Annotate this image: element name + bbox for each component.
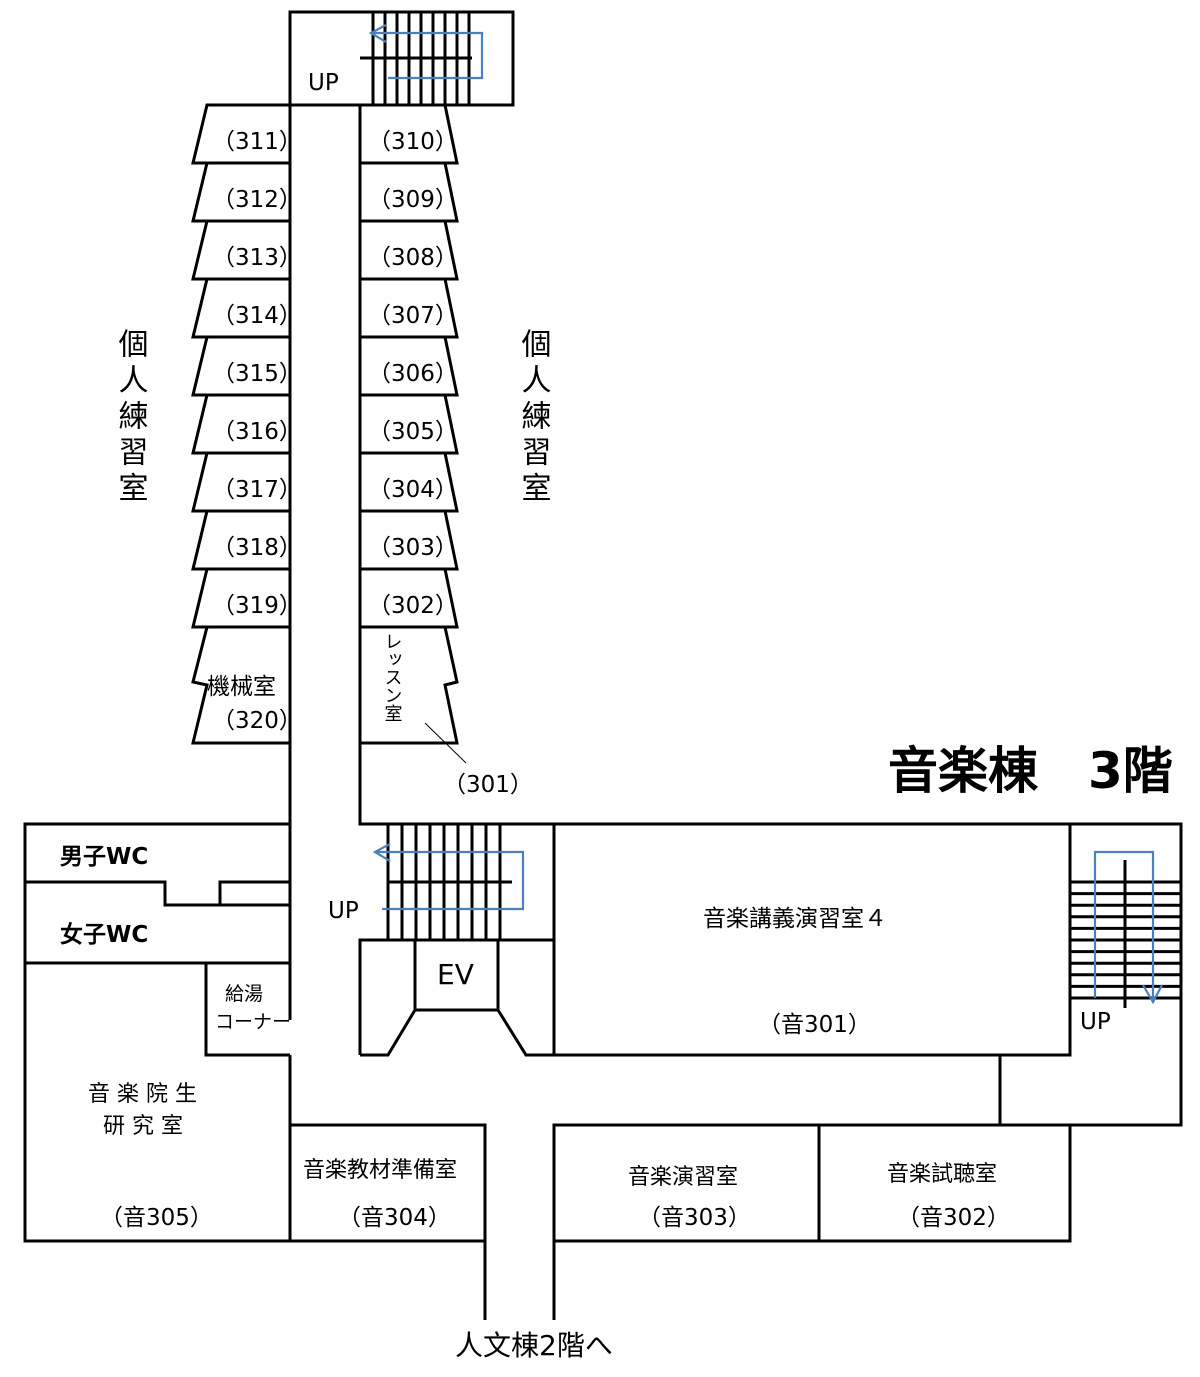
grad-room-label-2: 研 究 室 [103, 1114, 183, 1139]
up-arrow-icon [376, 850, 525, 911]
practice-room-number: （310） [368, 129, 458, 155]
practice-room [358, 393, 459, 455]
practice-room-number: （318） [212, 535, 302, 561]
elevator-label: EV [437, 958, 474, 991]
practice-room-number: （316） [212, 419, 302, 445]
lesson-room-name: レッスン室 [382, 632, 403, 722]
materials-room-number: （音304） [338, 1205, 451, 1231]
practice-room [358, 103, 459, 165]
practice-room [358, 451, 459, 513]
bottom-rooms [552, 1123, 1072, 1320]
up-arrow-icon [370, 31, 484, 80]
up-arrow-icon [1093, 850, 1155, 1000]
machine-room [191, 625, 292, 745]
practice-room-number: （311） [212, 129, 302, 155]
practice-room [358, 161, 459, 223]
practice-room [358, 277, 459, 339]
listening-room-number: （音302） [897, 1205, 1010, 1231]
kitchen-label-1: 給湯 [225, 983, 263, 1005]
practice-room-number: （302） [368, 593, 458, 619]
practice-room-number: （309） [368, 187, 458, 213]
grad-room-number: （音305） [100, 1205, 213, 1231]
practice-room-number: （307） [368, 303, 458, 329]
practice-room-number: （音303） [638, 1205, 751, 1231]
practice-room-number: （308） [368, 245, 458, 271]
grad-room-label-1: 音 楽 院 生 [88, 1082, 197, 1107]
machine-room-number: （320） [212, 708, 302, 734]
practice-room-number: （319） [212, 593, 302, 619]
floor-title: 音楽棟 3階 [888, 742, 1173, 800]
lecture-room-number: （音301） [758, 1012, 871, 1038]
kitchen-corner [204, 963, 290, 1057]
corridor-wall-right [358, 105, 1181, 826]
practice-room-number: （306） [368, 361, 458, 387]
listening-room-name: 音楽試聴室 [887, 1162, 997, 1187]
left-block [23, 822, 485, 1243]
stair-up-label: UP [1080, 1009, 1111, 1035]
left-practice-label: 個人練習室 [113, 328, 149, 508]
practice-room-number: （303） [368, 535, 458, 561]
practice-room [358, 509, 459, 571]
practice-room [358, 219, 459, 281]
practice-room-number: （314） [212, 303, 302, 329]
stair-up-label: UP [308, 70, 339, 96]
lecture-room-name: 音楽講義演習室４ [703, 906, 887, 932]
practice-room [358, 335, 459, 397]
kitchen-label-2: コーナー [215, 1011, 291, 1033]
elevator [413, 938, 500, 1012]
practice-room-number: （305） [368, 419, 458, 445]
practice-room-number: （315） [212, 361, 302, 387]
practice-room-number: （313） [212, 245, 302, 271]
materials-room [290, 1123, 487, 1320]
practice-room-number: （304） [368, 477, 458, 503]
top-staircase: UP [288, 10, 515, 107]
mens-wc: 男子WC [60, 844, 148, 870]
practice-room [358, 567, 459, 629]
practice-room-name: 音楽演習室 [628, 1165, 738, 1190]
right-practice-label: 個人練習室 [516, 328, 552, 508]
machine-room-name: 機械室 [207, 674, 276, 700]
womens-wc: 女子WC [60, 921, 148, 948]
lecture-room [554, 824, 1072, 1057]
exit-label: 人文棟2階へ [455, 1329, 613, 1362]
stair-up-label: UP [328, 898, 359, 924]
practice-room-number: （317） [212, 477, 302, 503]
practice-room-number: （312） [212, 187, 302, 213]
lesson-room [358, 625, 459, 745]
materials-room-name: 音楽教材準備室 [303, 1158, 457, 1183]
lesson-room-number: （301） [443, 772, 533, 798]
